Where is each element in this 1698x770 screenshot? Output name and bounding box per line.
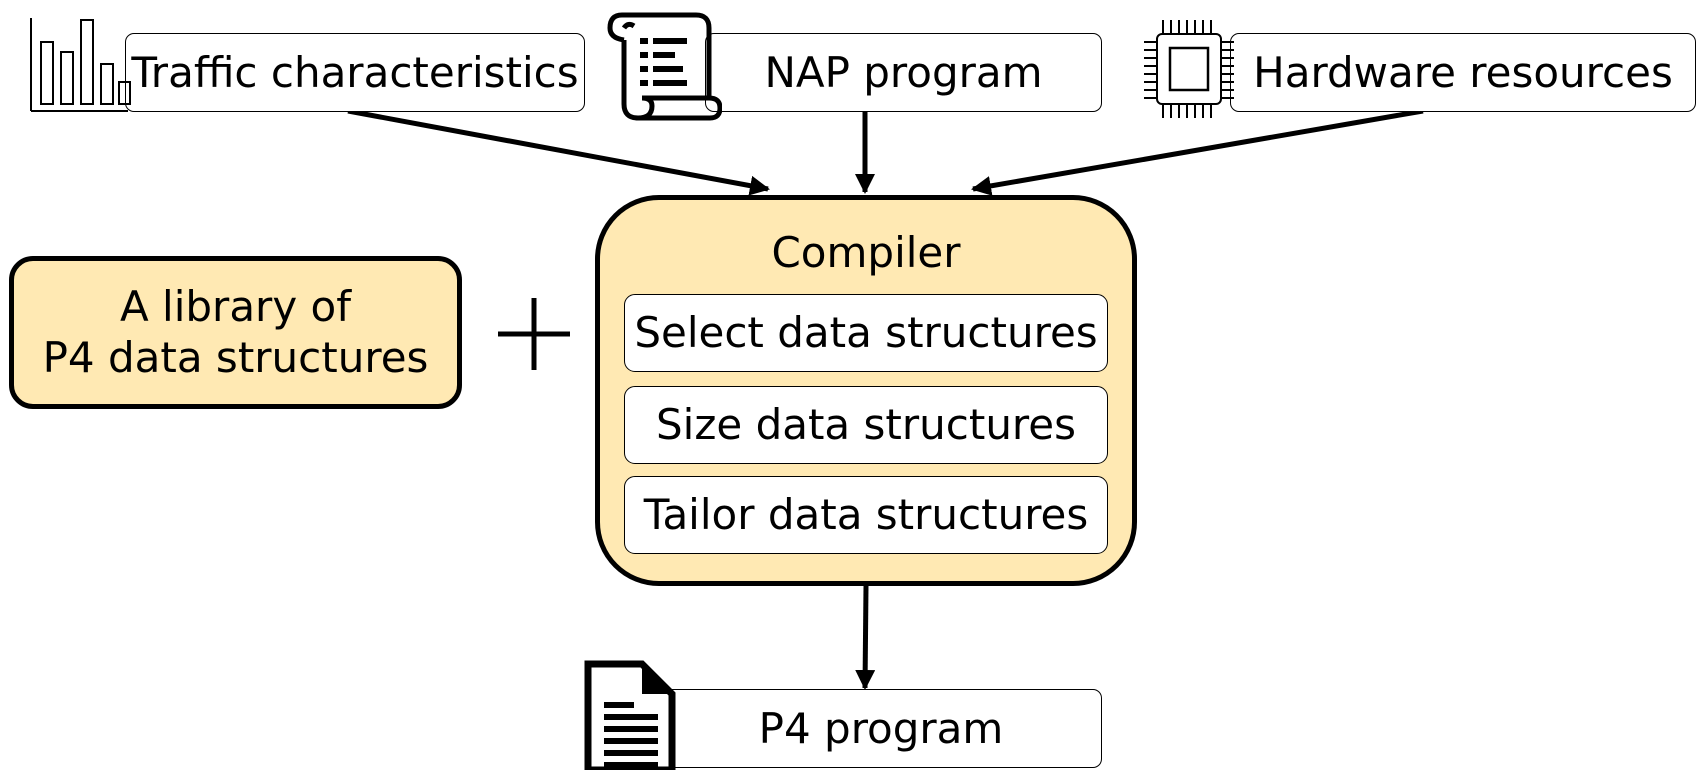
step-select-label: Select data structures (634, 308, 1098, 357)
bar-chart-icon (30, 18, 131, 112)
compiler-title: Compiler (771, 228, 961, 277)
plus-icon (498, 298, 570, 370)
step-tailor-label: Tailor data structures (643, 490, 1089, 539)
scroll-icon (607, 12, 722, 121)
traffic-characteristics-label: Traffic characteristics (131, 47, 579, 97)
compiler-box: Compiler Select data structures Size dat… (595, 195, 1137, 586)
arrow-hardware-to-compiler (971, 108, 1424, 196)
arrow-compiler-to-output (855, 585, 876, 690)
nap-program-box: NAP program (705, 33, 1102, 112)
nap-program-label: NAP program (764, 47, 1043, 97)
document-icon (584, 660, 676, 770)
library-line-2: P4 data structures (42, 332, 429, 382)
step-tailor-data-structures: Tailor data structures (624, 476, 1108, 554)
arrow-traffic-to-compiler (347, 108, 770, 196)
hardware-resources-label: Hardware resources (1253, 47, 1673, 97)
step-select-data-structures: Select data structures (624, 294, 1108, 372)
step-size-data-structures: Size data structures (624, 386, 1108, 464)
chip-icon (1144, 20, 1234, 118)
traffic-characteristics-box: Traffic characteristics (125, 33, 585, 112)
p4-program-box: P4 program (660, 689, 1102, 768)
hardware-resources-box: Hardware resources (1230, 33, 1696, 112)
library-line-1: A library of (119, 282, 352, 332)
data-structure-library-box: A library of P4 data structures (9, 256, 462, 409)
step-size-label: Size data structures (656, 400, 1076, 449)
p4-program-label: P4 program (758, 703, 1004, 753)
